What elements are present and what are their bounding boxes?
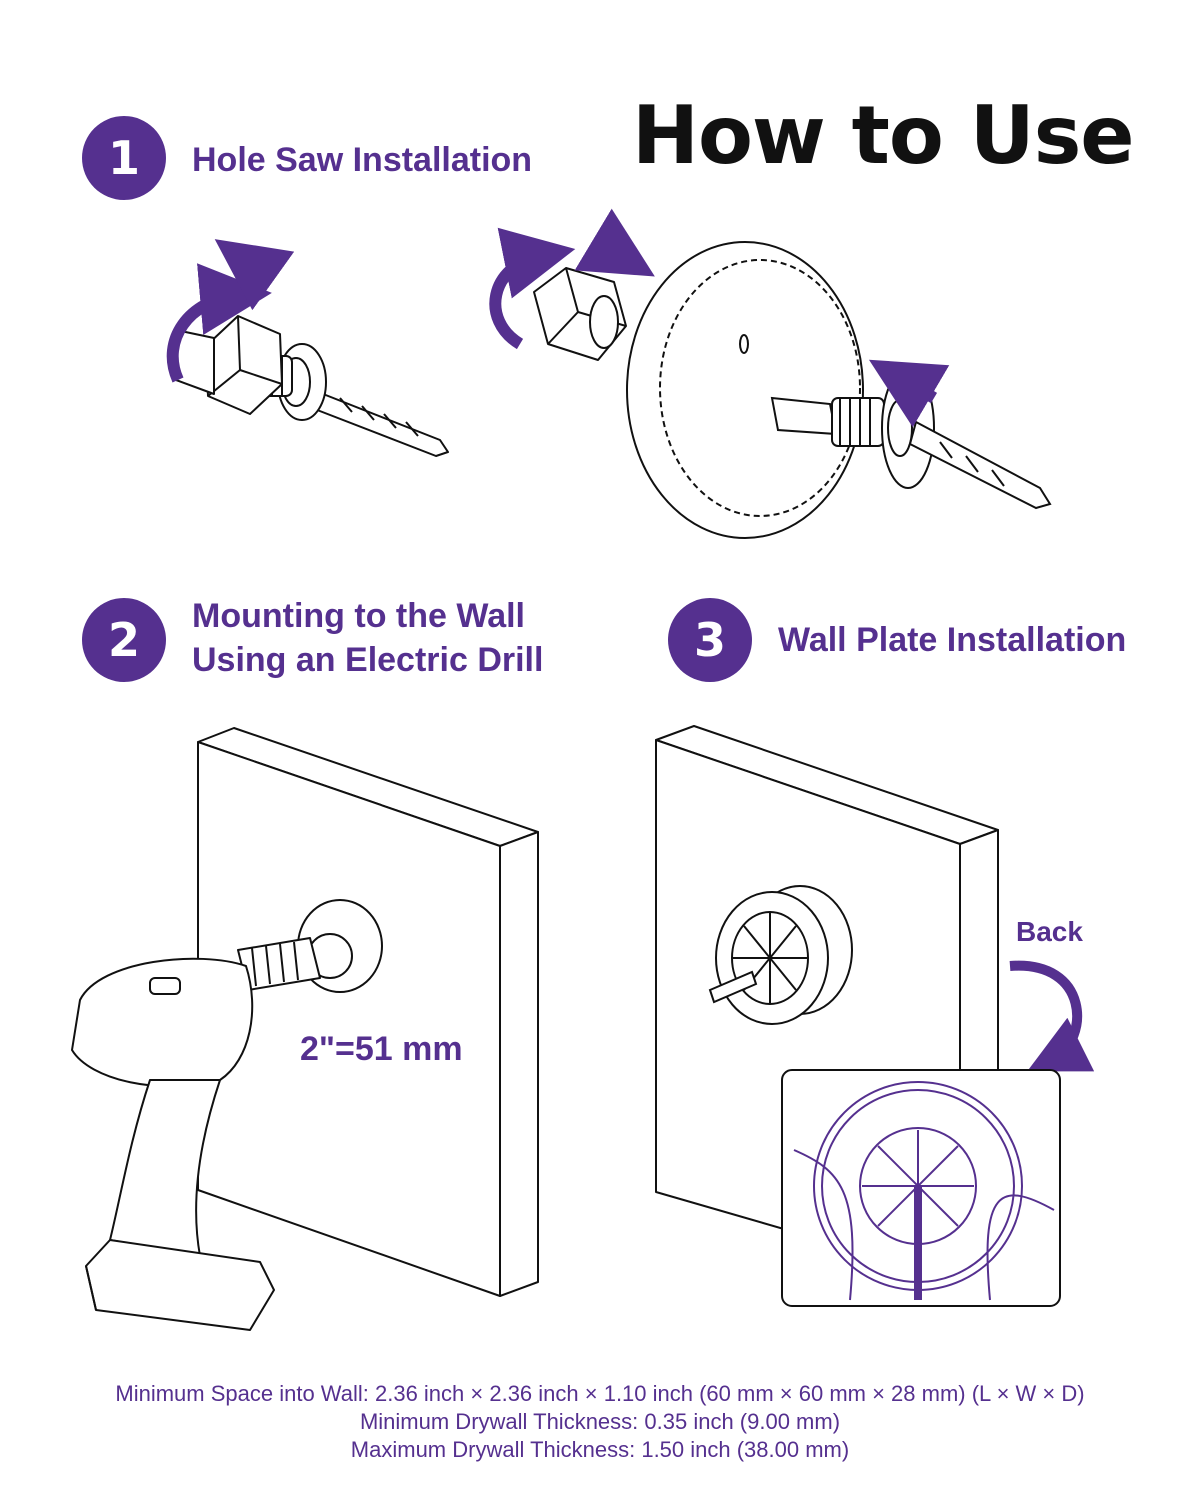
step-2-label-line-1: Mounting to the Wall	[192, 597, 525, 635]
hole-saw-icon	[626, 241, 1052, 539]
step-1-label-line: Hole Saw Installation	[192, 141, 533, 179]
step-3-badge: 3	[668, 598, 752, 682]
arbor-assembly-icon	[175, 315, 449, 457]
step-1-badge: 1	[82, 116, 166, 200]
step-2-label: Mounting to the Wall Using an Electric D…	[192, 594, 543, 682]
spec-note-line: Minimum Drywall Thickness: 0.35 inch (9.…	[359, 1409, 841, 1434]
hex-nut-icon	[533, 267, 627, 361]
back-label: Back	[1016, 916, 1083, 947]
page-title: How to Use	[632, 89, 1135, 182]
back-view-inset	[781, 1069, 1061, 1307]
direction-arrow-icon	[574, 208, 655, 277]
spec-notes: Minimum Space into Wall: 2.36 inch × 2.3…	[0, 1380, 1200, 1464]
rotate-arrow-icon	[489, 227, 576, 350]
step-3-label: Wall Plate Installation	[778, 618, 1126, 662]
step-2-label-line-2: Using an Electric Drill	[192, 641, 544, 679]
direction-arrow-icon	[214, 239, 295, 311]
step-3-label-line: Wall Plate Installation	[778, 621, 1127, 659]
back-arrow-icon	[1009, 960, 1095, 1072]
step-2-badge: 2	[82, 598, 166, 682]
wall-panel-icon	[197, 727, 539, 1297]
step-1-label: Hole Saw Installation	[192, 138, 532, 182]
wall-plate-icon	[708, 885, 853, 1025]
spec-note-line: Minimum Space into Wall: 2.36 inch × 2.3…	[115, 1381, 1085, 1406]
hole-size-label: 2"=51 mm	[300, 1030, 463, 1068]
electric-drill-icon	[71, 899, 383, 1331]
direction-arrow-icon	[868, 359, 950, 428]
spec-note-line: Maximum Drywall Thickness: 1.50 inch (38…	[350, 1437, 850, 1462]
